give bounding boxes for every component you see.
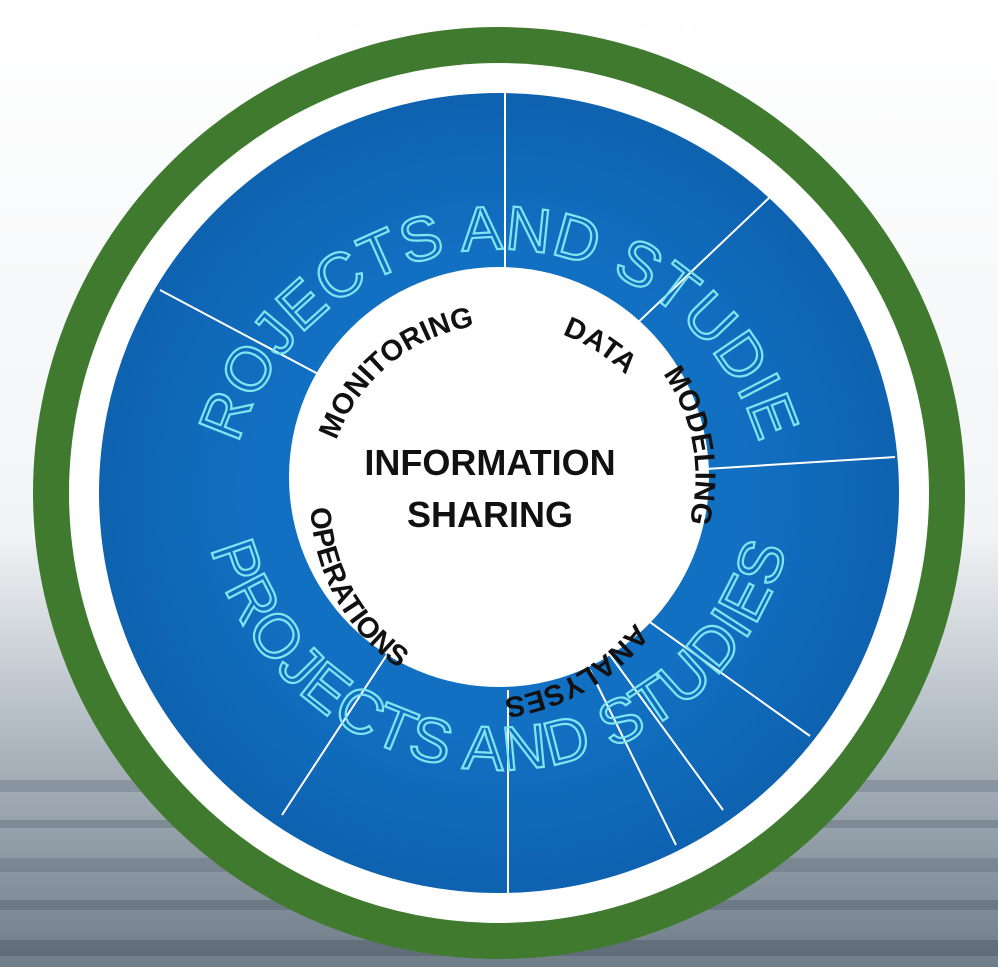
- center-label-line1: INFORMATION: [364, 442, 615, 483]
- wheel-spokes: [159, 93, 896, 893]
- center-label-line2: SHARING: [407, 494, 573, 535]
- information-sharing-circle: [289, 267, 709, 687]
